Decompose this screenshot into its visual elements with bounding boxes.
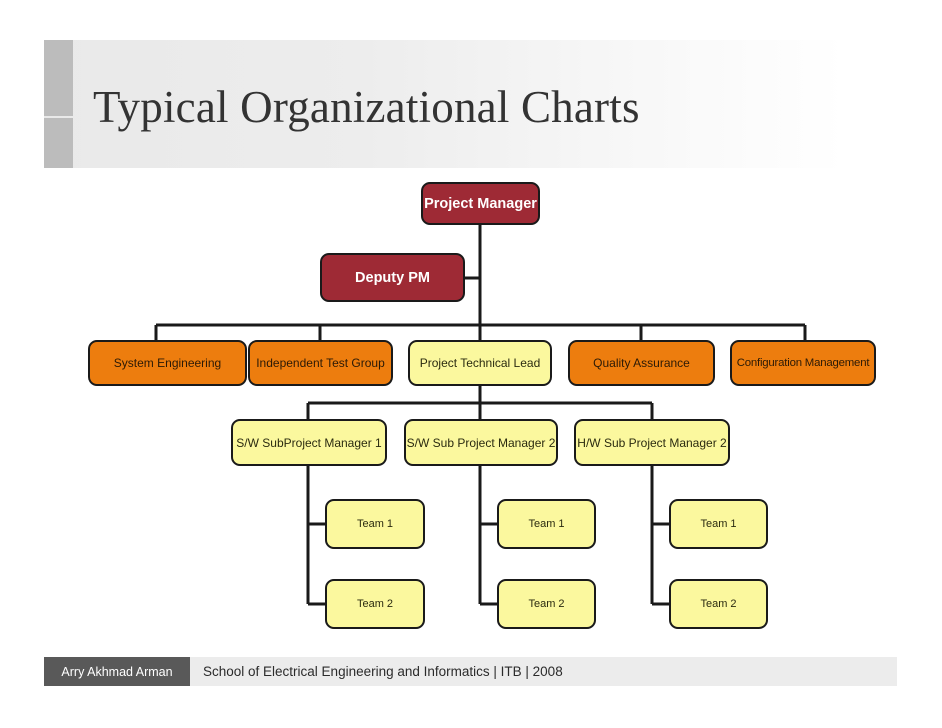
node-independent-test-group[interactable]: Independent Test Group	[248, 340, 393, 386]
node-label: Team 1	[700, 518, 737, 530]
node-label: Project Manager	[424, 195, 537, 212]
node-sw-sub-project-manager-2[interactable]: S/W Sub Project Manager 2	[404, 419, 558, 466]
node-label: Independent Test Group	[256, 356, 385, 370]
node-project-technical-lead[interactable]: Project Technical Lead	[408, 340, 552, 386]
node-label: S/W Sub Project Manager 2	[406, 435, 556, 450]
node-label: System Engineering	[113, 356, 222, 370]
footer-author: Arry Akhmad Arman	[44, 657, 190, 686]
node-label: Quality Assurance	[593, 356, 690, 370]
node-label: Project Technical Lead	[419, 356, 541, 370]
node-team-2-a[interactable]: Team 2	[325, 579, 425, 629]
node-label: Configuration Management	[736, 357, 870, 369]
node-team-2-c[interactable]: Team 2	[669, 579, 768, 629]
node-label: Team 1	[356, 518, 394, 530]
node-team-1-b[interactable]: Team 1	[497, 499, 596, 549]
node-label: S/W SubProject Manager 1	[236, 435, 382, 450]
node-hw-sub-project-manager-2[interactable]: H/W Sub Project Manager 2	[574, 419, 730, 466]
node-label: Team 2	[528, 598, 565, 610]
node-configuration-management[interactable]: Configuration Management	[730, 340, 876, 386]
node-project-manager[interactable]: Project Manager	[421, 182, 540, 225]
slide-header-band	[44, 40, 845, 168]
node-label: Deputy PM	[355, 269, 430, 286]
node-team-1-a[interactable]: Team 1	[325, 499, 425, 549]
footer-info: School of Electrical Engineering and Inf…	[190, 657, 897, 686]
node-quality-assurance[interactable]: Quality Assurance	[568, 340, 715, 386]
node-label: Team 1	[528, 518, 565, 530]
node-deputy-pm[interactable]: Deputy PM	[320, 253, 465, 302]
node-sw-subproject-manager-1[interactable]: S/W SubProject Manager 1	[231, 419, 387, 466]
node-label: Team 2	[356, 598, 394, 610]
page-title: Typical Organizational Charts	[93, 82, 640, 132]
node-system-engineering[interactable]: System Engineering	[88, 340, 247, 386]
node-team-1-c[interactable]: Team 1	[669, 499, 768, 549]
header-accent-bar-top	[44, 40, 73, 116]
node-team-2-b[interactable]: Team 2	[497, 579, 596, 629]
node-label: Team 2	[700, 598, 737, 610]
header-accent-bar-bottom	[44, 118, 73, 168]
node-label: H/W Sub Project Manager 2	[577, 435, 727, 450]
